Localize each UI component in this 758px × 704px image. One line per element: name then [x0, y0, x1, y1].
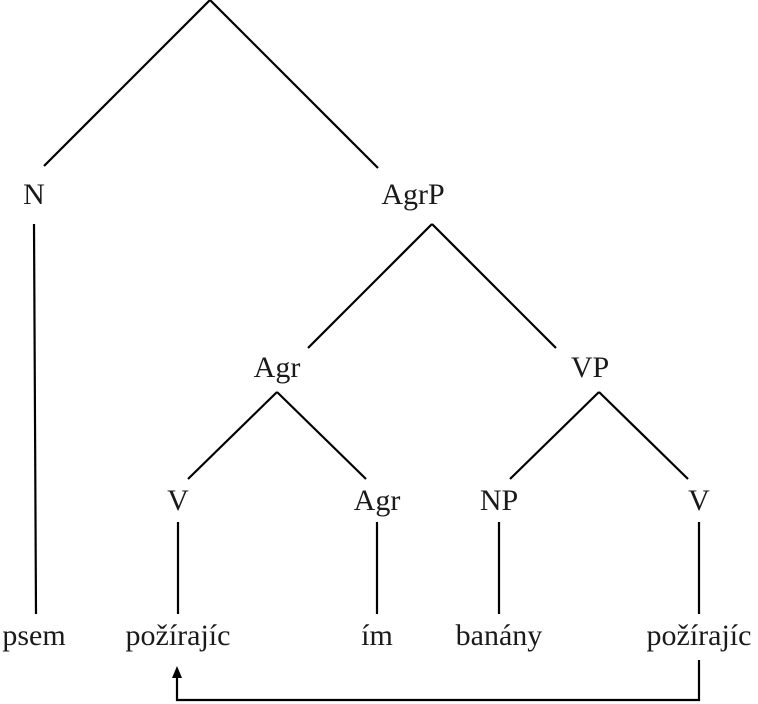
leaf-im: ím	[361, 619, 393, 652]
node-vp: VP	[571, 351, 609, 384]
node-v-right: V	[688, 484, 710, 517]
edge-vp-np	[509, 391, 600, 480]
node-agr-low: Agr	[354, 484, 401, 517]
tree-nodes: N AgrP Agr VP V Agr NP V	[23, 178, 710, 517]
node-agrp: AgrP	[381, 178, 444, 211]
node-n: N	[23, 178, 45, 211]
edge-agr-v	[187, 391, 278, 480]
tree-leaves: psem požírajíc ím banány požírajíc	[2, 619, 751, 652]
edge-agr-agrlow	[276, 391, 367, 480]
node-v-left: V	[167, 484, 189, 517]
node-agr: Agr	[254, 351, 301, 384]
leaf-pozirajic-right: požírajíc	[647, 619, 752, 652]
edge-root-agrp	[209, 0, 379, 169]
edge-agrp-agr	[307, 223, 433, 349]
leaf-psem: psem	[2, 619, 65, 652]
leaf-pozirajic-left: požírajíc	[126, 619, 231, 652]
node-np: NP	[480, 484, 518, 517]
movement-arrowhead	[172, 666, 182, 678]
movement-path	[175, 660, 701, 702]
edge-n-psem	[32, 223, 38, 615]
edge-vp-v	[598, 391, 689, 480]
edge-root-n	[43, 0, 211, 167]
edge-agrp-vp	[431, 223, 557, 349]
tree-edges	[32, 0, 701, 702]
leaf-banany: banány	[456, 619, 543, 652]
